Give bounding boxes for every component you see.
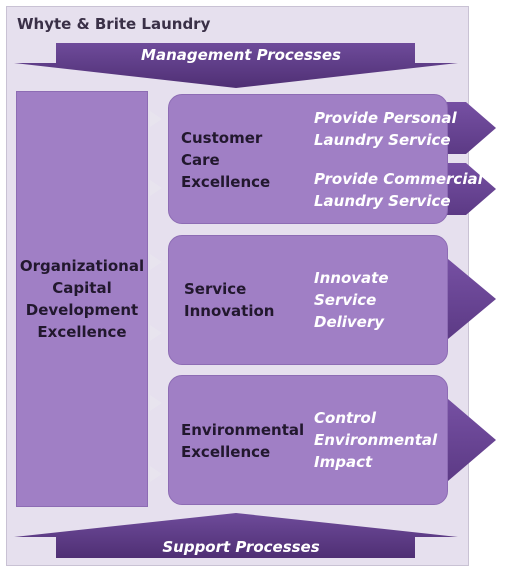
provide-personal-laundry-label: Provide Personal Laundry Service bbox=[314, 109, 457, 149]
control-environmental-impact-label: Control Environmental Impact bbox=[314, 409, 438, 471]
connector-arrow bbox=[150, 325, 162, 341]
customer-care-group bbox=[168, 94, 448, 224]
connector-arrow bbox=[150, 254, 162, 270]
provide-commercial-laundry-label: Provide Commercial Laundry Service bbox=[314, 170, 483, 210]
innovate-service-delivery-label: Innovate Service Delivery bbox=[314, 269, 389, 331]
service-innovation-group bbox=[168, 235, 448, 365]
support-processes-label: Support Processes bbox=[162, 538, 320, 556]
organizational-capital-column: Organizational Capital Development Excel… bbox=[16, 91, 148, 507]
management-banner bbox=[14, 43, 458, 88]
support-banner bbox=[14, 513, 458, 558]
connector-arrow bbox=[150, 111, 162, 127]
connector-arrow bbox=[150, 180, 162, 196]
connector-arrow bbox=[150, 466, 162, 482]
environmental-excellence-label: Environmental Excellence bbox=[181, 421, 305, 461]
customer-care-label: Customer Care Excellence bbox=[181, 129, 271, 191]
diagram-title: Whyte & Brite Laundry bbox=[17, 15, 211, 33]
management-processes-label: Management Processes bbox=[141, 46, 341, 64]
connector-arrow bbox=[150, 395, 162, 411]
environmental-excellence-group bbox=[168, 375, 448, 505]
service-innovation-label: Service Innovation bbox=[184, 280, 275, 320]
organizational-capital-label: Organizational Capital Development Excel… bbox=[19, 257, 145, 341]
